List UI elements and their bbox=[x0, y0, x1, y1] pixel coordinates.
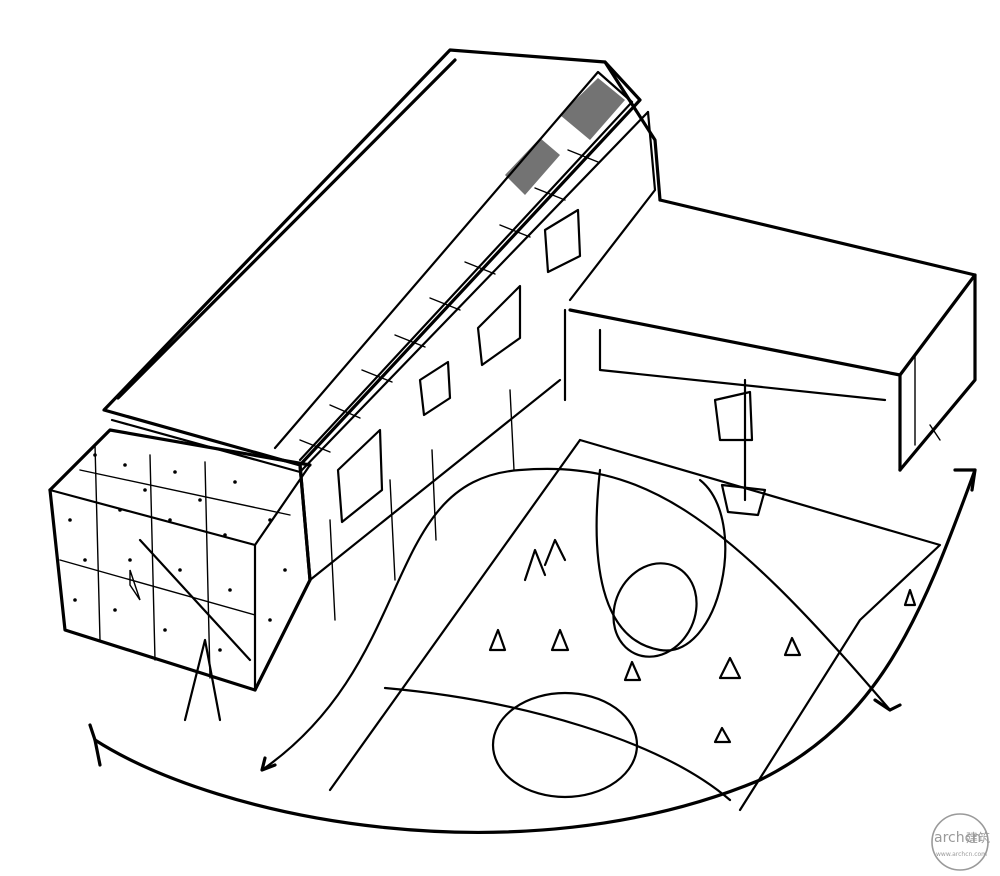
low-wing bbox=[563, 198, 977, 517]
watermark-cn: 建筑 bbox=[966, 830, 990, 845]
long-building bbox=[102, 48, 662, 621]
watermark-brand: archcn bbox=[934, 830, 981, 846]
site-plan bbox=[88, 438, 977, 834]
archcn-watermark-logo: archcn 建筑 www.archcn.com bbox=[931, 813, 990, 871]
textured-annex bbox=[48, 428, 312, 722]
watermark-url: www.archcn.com bbox=[936, 851, 987, 858]
